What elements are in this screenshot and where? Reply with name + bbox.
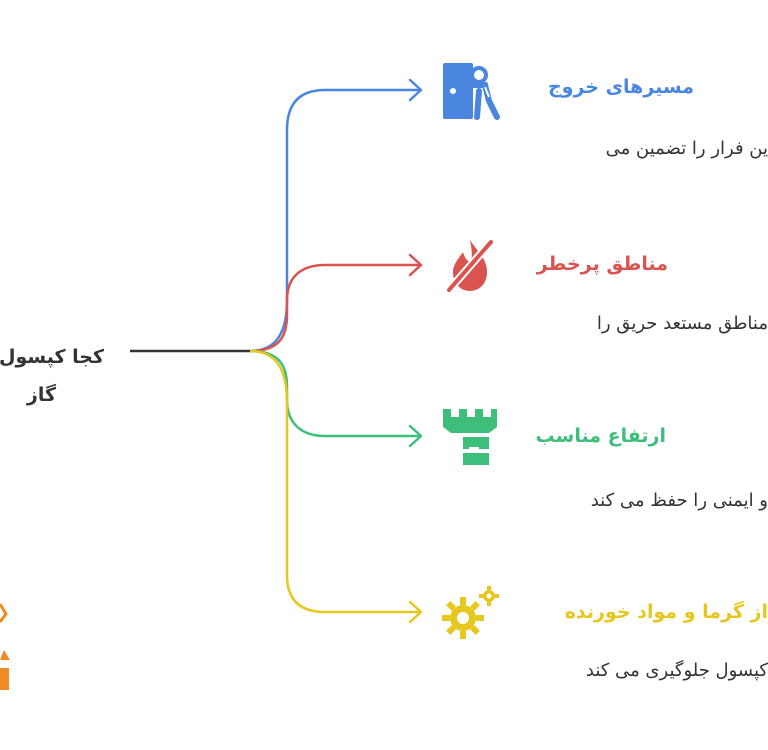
root-title-line1: کجا کپسول (0, 346, 104, 368)
branch-desc-hazard: مناطق مستعد حریق را (596, 313, 768, 334)
branch-title-height: ارتفاع مناسب (535, 425, 666, 447)
arrow-heat (408, 600, 423, 624)
tower-icon (441, 407, 499, 467)
partial-orange-icon (0, 603, 10, 690)
branch-line-exit (249, 88, 420, 353)
branch-title-heat: از گرما و مواد خورنده (564, 601, 768, 623)
root-title-line2: گاز (26, 384, 56, 406)
arrow-hazard (408, 253, 423, 277)
arrow-exit (408, 78, 423, 102)
branch-desc-height: و ایمنی را حفظ می کند (590, 490, 768, 511)
gears-icon (440, 585, 500, 643)
no-fire-icon (443, 236, 497, 294)
branch-title-hazard: مناطق پرخطر (536, 253, 668, 275)
branch-title-exit: مسیرهای خروج (547, 76, 694, 98)
branch-line-heat (249, 349, 420, 614)
branch-desc-exit: ین فرار را تضمین می (605, 138, 768, 159)
exit-door-person-icon (441, 61, 501, 121)
arrow-height (408, 424, 423, 448)
branch-line-height (249, 349, 420, 438)
branch-desc-heat: کپسول جلوگیری می کند (585, 660, 768, 681)
branch-line-hazard (249, 263, 420, 353)
